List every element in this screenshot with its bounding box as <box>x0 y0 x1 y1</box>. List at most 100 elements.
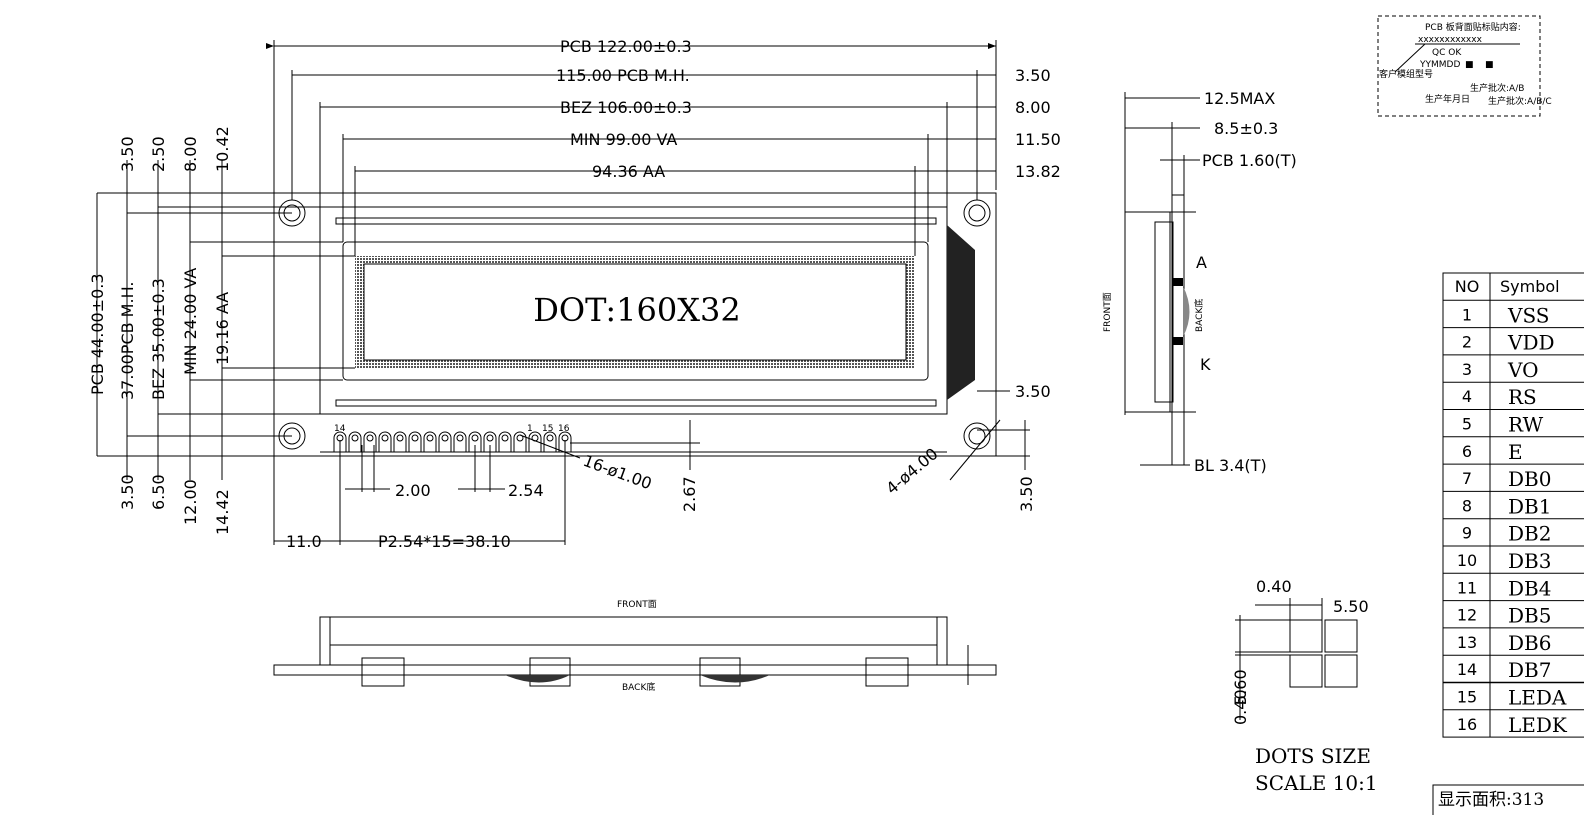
dim-pcb-width: PCB 122.00±0.3 <box>560 37 692 56</box>
pin-pad <box>528 431 542 452</box>
dim-pcb-mh-height: 37.00PCB M.H. <box>118 282 137 400</box>
pin-symbol: LEDA <box>1508 686 1567 710</box>
pin-pad <box>468 431 482 452</box>
label-date: YYMMDD <box>1419 60 1460 70</box>
pin-header <box>320 431 947 453</box>
dim-va-height: MIN 24.00 VA <box>181 268 200 375</box>
pin <box>453 431 467 452</box>
pin-pad <box>348 431 362 452</box>
cathode-label: K <box>1200 355 1211 374</box>
label-mark1: ■ <box>1465 60 1474 70</box>
dim-right-2: 8.00 <box>1015 98 1051 117</box>
pin-no: 6 <box>1462 442 1472 461</box>
dot-size-detail <box>1235 598 1358 720</box>
pin-symbol: DB5 <box>1508 604 1551 628</box>
pin-symbol: LEDK <box>1508 713 1568 737</box>
pin <box>378 431 392 452</box>
pin-pad <box>483 431 497 452</box>
dim-pcb-thickness: PCB 1.60(T) <box>1202 151 1297 170</box>
pin-label-14: 14 <box>334 424 346 434</box>
active-area-inner <box>363 263 907 361</box>
dim-right-6: 3.50 <box>1017 476 1036 512</box>
pin-no: 14 <box>1457 660 1477 679</box>
label-batch1: 生产批次:A/B <box>1470 82 1524 94</box>
dim-va-width: MIN 99.00 VA <box>570 130 677 149</box>
top-dimension-lines <box>266 43 996 172</box>
dim-right-1: 3.50 <box>1015 66 1051 85</box>
pin-no: 7 <box>1462 469 1472 488</box>
pin-no: 1 <box>1462 305 1472 324</box>
dim-right-3: 11.50 <box>1015 130 1061 149</box>
pcb-outline <box>273 192 997 457</box>
pin-dimension-lines <box>274 419 1030 545</box>
pin-pad <box>438 431 452 452</box>
label-title: PCB 板背面贴标贴内容: <box>1425 21 1521 33</box>
label-mark2: ■ <box>1485 60 1494 70</box>
display-area-box <box>1432 784 1584 815</box>
dim-right-5: 3.50 <box>1015 382 1051 401</box>
pin <box>483 431 497 452</box>
dot-gap: 0.40 <box>1231 689 1250 725</box>
dots-size-title: DOTS SIZE <box>1255 744 1371 768</box>
pin-symbol: DB2 <box>1508 522 1551 546</box>
bottom-led-left <box>505 675 570 683</box>
dim-pin-pitch: 2.54 <box>508 481 544 500</box>
label-box: PCB 板背面贴标贴内容: xxxxxxxxxxxx QC OK YYMMDD … <box>1377 15 1552 117</box>
dot-height: 5.60 <box>1231 669 1250 705</box>
bottom-back-label: BACK底 <box>622 681 655 693</box>
pin-no: 5 <box>1462 415 1472 434</box>
pin-hole <box>501 434 509 442</box>
pin-symbol: DB1 <box>1508 494 1551 518</box>
side-back-label: BACK底 <box>1193 299 1205 332</box>
pin-label-1: 1 <box>527 424 533 434</box>
left-dimension-lines <box>96 160 355 480</box>
pin <box>468 431 482 452</box>
viewing-area <box>342 241 929 381</box>
pin-hole <box>366 434 374 442</box>
pin-hole <box>471 434 479 442</box>
pin-pad <box>393 431 407 452</box>
pin-no: 4 <box>1462 387 1472 406</box>
pin-symbol: RW <box>1508 413 1544 437</box>
label-qc: QC OK <box>1432 48 1462 58</box>
pin-pad <box>378 431 392 452</box>
pin-symbol: RS <box>1508 385 1537 409</box>
dim-bezel-width: BEZ 106.00±0.3 <box>560 98 692 117</box>
bottom-front-label: FRONT面 <box>617 599 657 610</box>
pin-hole <box>441 434 449 442</box>
dim-max-thickness: 12.5MAX <box>1204 89 1275 108</box>
pin-pad <box>543 431 557 452</box>
pin-no: 10 <box>1457 551 1477 570</box>
pin-hole <box>426 434 434 442</box>
pin <box>543 431 557 452</box>
anode-label: A <box>1196 253 1207 272</box>
pin-pad <box>498 431 512 452</box>
pin-symbol: DB6 <box>1508 631 1551 655</box>
pin-symbol: DB4 <box>1508 576 1551 600</box>
dim-lb-1: 3.50 <box>118 474 137 510</box>
bottom-led-right <box>700 675 770 683</box>
pin-no: 16 <box>1457 715 1477 734</box>
pin <box>363 431 377 452</box>
dim-lt-2: 2.50 <box>149 136 168 172</box>
pin-pad <box>453 431 467 452</box>
dim-pin-height: 2.67 <box>680 476 699 512</box>
dim-bl-thickness: BL 3.4(T) <box>1194 456 1267 475</box>
dim-pin-offset: 11.0 <box>286 532 322 551</box>
dim-bezel-height: BEZ 35.00±0.3 <box>149 278 168 400</box>
pin-table-header-symbol: Symbol <box>1500 277 1560 296</box>
pin-no: 13 <box>1457 633 1477 652</box>
backlight-bulge <box>1183 286 1190 337</box>
dot-pitch: 0.40 <box>1256 577 1292 596</box>
pin-symbol: VO <box>1507 358 1539 382</box>
pin-hole <box>381 434 389 442</box>
pin-hole <box>351 434 359 442</box>
pin <box>348 431 362 452</box>
pin-symbol: DB3 <box>1508 549 1551 573</box>
bezel-bottom-strip <box>335 399 937 407</box>
dim-right-4: 13.82 <box>1015 162 1061 181</box>
side-front-label: FRONT面 <box>1102 292 1113 332</box>
side-view <box>1124 92 1200 466</box>
